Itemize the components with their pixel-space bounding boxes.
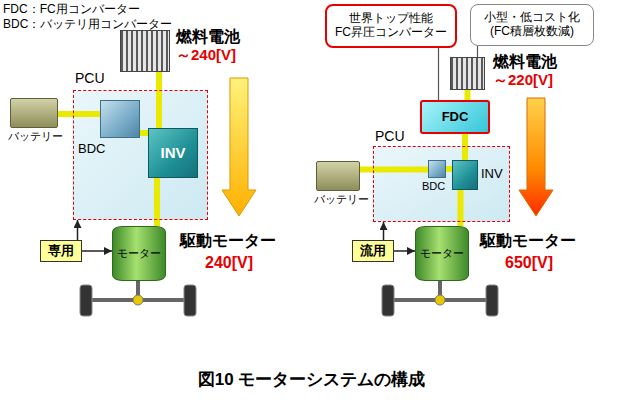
callout-box: 小型・低コスト化 (FC積層枚数減) <box>470 4 594 46</box>
node-label: 燃料電池 <box>493 53 557 71</box>
pointer-arrow <box>383 222 385 240</box>
text-group: PCU <box>375 128 405 144</box>
node-label: INV <box>481 167 503 182</box>
node-label: BDC <box>78 142 105 157</box>
abbreviation-note: FDC：FC用コンバーター <box>3 3 140 17</box>
node-label: 世界トップ性能 FC昇圧コンバーター <box>329 12 453 40</box>
text-group: INV <box>481 167 503 182</box>
pointer-arrow <box>394 250 415 252</box>
drive-train <box>382 281 498 316</box>
power-line <box>154 178 160 226</box>
voltage-label: ～240[V] <box>176 46 240 63</box>
pcu-ground <box>73 90 208 220</box>
figure-caption: 図10 モーターシステムの構成 <box>0 370 623 390</box>
pcu-box: PCU BDC INV <box>73 70 208 220</box>
text-group: FDC <box>420 100 490 134</box>
converter-cube: BDC <box>420 158 456 198</box>
fuel-cell: 燃料電池～240[V] <box>118 28 253 76</box>
text-group: BDC <box>78 142 105 157</box>
node-label: モーター <box>117 247 161 260</box>
part-name: 駆動モーター <box>480 232 576 250</box>
text-group: 小型・低コスト化 (FC積層枚数減) <box>470 4 594 46</box>
text-group: INV <box>148 128 198 178</box>
power-line <box>360 167 428 173</box>
drive-train <box>80 281 196 316</box>
power-line <box>156 72 162 128</box>
node-label: モーター <box>420 247 464 260</box>
leader-line <box>438 48 439 100</box>
part-name: 駆動モーター <box>180 232 276 250</box>
motor: モーター <box>112 226 166 281</box>
power-line <box>462 134 468 160</box>
converter-cube-outline <box>428 160 446 178</box>
node-label: FDC <box>442 110 469 125</box>
voltage-label: 240[V] <box>205 254 253 272</box>
power-line <box>458 190 464 226</box>
pointer-arrow <box>77 220 79 240</box>
pcu-ground <box>373 146 510 222</box>
battery-outline <box>10 98 58 128</box>
node-label: 燃料電池 <box>176 28 240 46</box>
text-group: モーター <box>415 226 469 281</box>
converter-cube-outline <box>100 100 140 138</box>
leader-line <box>477 46 478 57</box>
flow-arrow <box>519 98 553 216</box>
battery-outline <box>316 161 360 191</box>
battery: バッテリー <box>312 158 372 208</box>
text-group: モーター <box>112 226 166 281</box>
node-label: 小型・低コスト化 (FC積層枚数減) <box>474 11 590 39</box>
tag-box: 専用 <box>40 240 82 262</box>
node-label: 流用 <box>360 244 386 259</box>
node-label: PCU <box>375 128 405 144</box>
text-group: バッテリー <box>8 130 63 143</box>
text-group: BDC <box>422 180 445 193</box>
pointer-arrow <box>82 250 112 252</box>
node-label: バッテリー <box>8 130 63 143</box>
tag-box: 流用 <box>352 240 394 262</box>
inverter-cube: INV <box>148 128 198 178</box>
node-label: PCU <box>75 70 105 86</box>
node-label: バッテリー <box>314 193 369 206</box>
callout-box: 世界トップ性能 FC昇圧コンバーター <box>325 4 457 48</box>
power-line <box>140 130 148 136</box>
voltage-label: 650[V] <box>505 254 553 272</box>
battery: バッテリー <box>5 95 71 145</box>
text-group: 燃料電池～240[V] <box>176 28 240 64</box>
flow-arrow <box>222 78 256 216</box>
fuel-cell-outline <box>120 30 170 72</box>
text-group: バッテリー <box>314 193 369 206</box>
fc-converter: FDC <box>420 100 490 134</box>
power-line <box>465 90 471 100</box>
pcu-box: PCU BDC INV <box>373 128 510 222</box>
node-label: 専用 <box>48 244 74 259</box>
text-group: 専用 <box>40 240 82 262</box>
fuel-cell-outline <box>450 57 485 90</box>
motor: モーター <box>415 226 469 281</box>
voltage-label: ～220[V] <box>493 71 557 88</box>
fuel-cell: 燃料電池～220[V] <box>448 53 576 95</box>
abbreviation-note: BDC：バッテリ用コンバーター <box>3 18 172 32</box>
converter-cube: BDC <box>76 98 142 160</box>
text-group: 世界トップ性能 FC昇圧コンバーター <box>325 4 457 48</box>
node-label: BDC <box>422 180 445 193</box>
power-line <box>58 111 100 117</box>
node-label: INV <box>160 144 185 161</box>
text-group: 燃料電池～220[V] <box>493 53 557 89</box>
inverter-cube: INV <box>452 160 508 194</box>
text-group: 流用 <box>352 240 394 262</box>
text-group: PCU <box>75 70 105 86</box>
inverter-cube-outline <box>452 160 478 190</box>
